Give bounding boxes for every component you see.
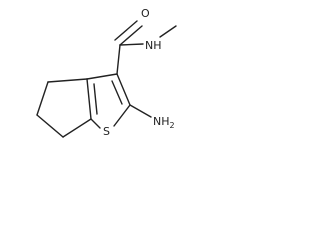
amide-nitrogen-label: NH [145, 39, 162, 52]
bond-c3-carbonyl [116, 44, 121, 75]
chemical-structure-diagram: O NH NH2 S [36, 7, 177, 138]
amino-group-subscript: 2 [170, 121, 175, 130]
bond-carbonyl-oxygen [119, 25, 143, 46]
carbonyl-oxygen-label: O [141, 7, 150, 20]
bond-c3-c2-inner [111, 80, 123, 105]
bond-c6-c6a [62, 118, 92, 138]
ring-sulfur-label: S [103, 125, 110, 138]
bond-c4-c5 [36, 81, 49, 116]
bond-c3a-c3 [86, 73, 118, 80]
bond-s1-c6a [90, 118, 101, 129]
bond-c5-c6 [36, 114, 64, 138]
bond-c3a-c6a [86, 78, 92, 120]
bond-c3-c2 [116, 73, 131, 106]
amino-group-text: NH [153, 115, 170, 128]
bond-c3a-c4 [47, 78, 88, 83]
bond-carbonyl-amide-n [119, 43, 144, 46]
bond-c3a-c6a-inner [93, 83, 98, 115]
bond-c2-s1 [113, 104, 131, 127]
amino-group-label: NH2 [153, 115, 175, 130]
bond-carbonyl-oxygen-double [114, 20, 138, 41]
bond-amide-n-methyl [159, 25, 177, 38]
bond-c2-amino [129, 104, 152, 118]
